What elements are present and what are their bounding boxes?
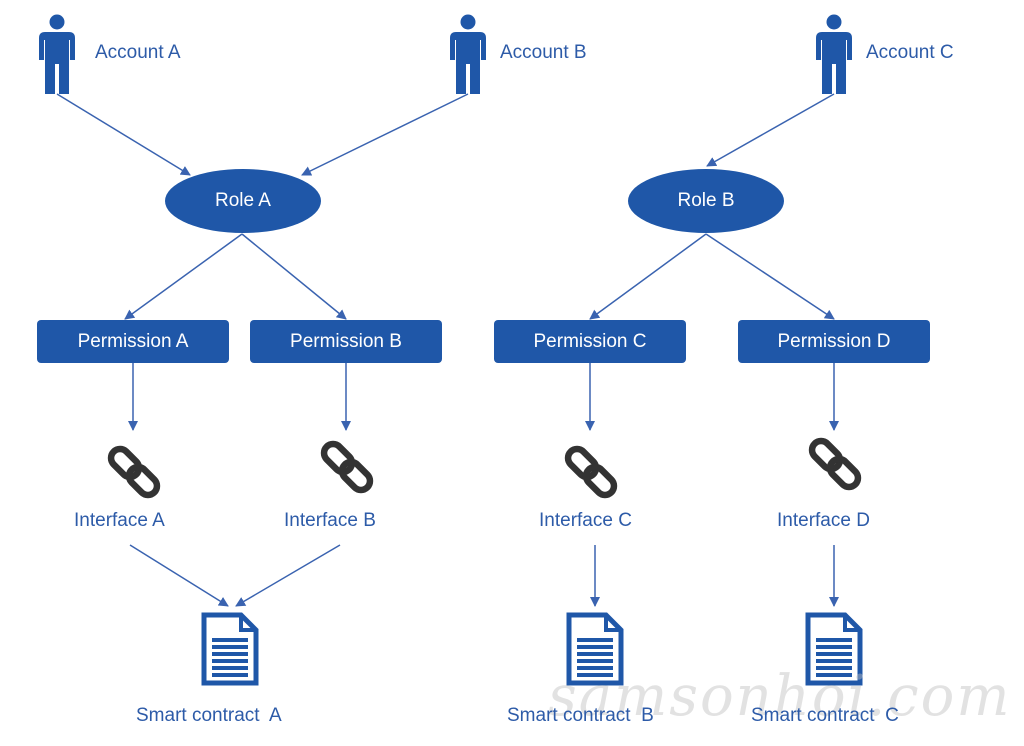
permission-a-label: Permission A (77, 330, 189, 352)
contract-c-label: Smart contract C (751, 705, 899, 726)
contract-a-label: Smart contract A (136, 705, 282, 726)
permission-a-node: Permission A (37, 320, 229, 363)
permission-c-node: Permission C (494, 320, 686, 363)
edge-role-b-permission-d (705, 233, 835, 320)
permission-d-node: Permission D (738, 320, 930, 363)
chain-link-icon (107, 445, 160, 498)
account-a-label: Account A (95, 42, 181, 63)
chain-link-icon (808, 437, 861, 490)
account-c-label: Account C (866, 42, 954, 63)
edge-role-a-permission-a (124, 233, 243, 320)
chain-link-icon (564, 445, 617, 498)
account-b-label: Account B (500, 42, 587, 63)
permission-c-label: Permission C (533, 330, 647, 352)
person-icon (816, 14, 852, 94)
role-a-label: Role A (215, 190, 271, 211)
person-icon (39, 14, 75, 94)
edge-account-c-role-b (706, 93, 835, 167)
permission-b-label: Permission B (290, 330, 402, 352)
interface-b-label: Interface B (284, 510, 376, 531)
edge-role-b-permission-c (589, 233, 707, 320)
interface-c-label: Interface C (539, 510, 632, 531)
role-a-node: Role A (165, 169, 321, 233)
edge-account-a-role-a (56, 93, 191, 176)
edge-account-b-role-a (301, 93, 469, 176)
edge-interface-b-contract-a (235, 544, 341, 607)
interface-d-label: Interface D (777, 510, 870, 531)
edge-role-a-permission-b (241, 233, 347, 320)
watermark: samsonhoi.com (548, 664, 1012, 729)
person-icon (450, 14, 486, 94)
chain-link-icon (320, 440, 373, 493)
interface-a-label: Interface A (74, 510, 165, 531)
document-icon (204, 615, 256, 683)
role-b-node: Role B (628, 169, 784, 233)
permission-b-node: Permission B (250, 320, 442, 363)
permission-d-label: Permission D (777, 330, 891, 352)
edge-interface-a-contract-a (129, 544, 229, 607)
role-b-label: Role B (677, 190, 735, 211)
contract-b-label: Smart contract B (507, 705, 654, 726)
